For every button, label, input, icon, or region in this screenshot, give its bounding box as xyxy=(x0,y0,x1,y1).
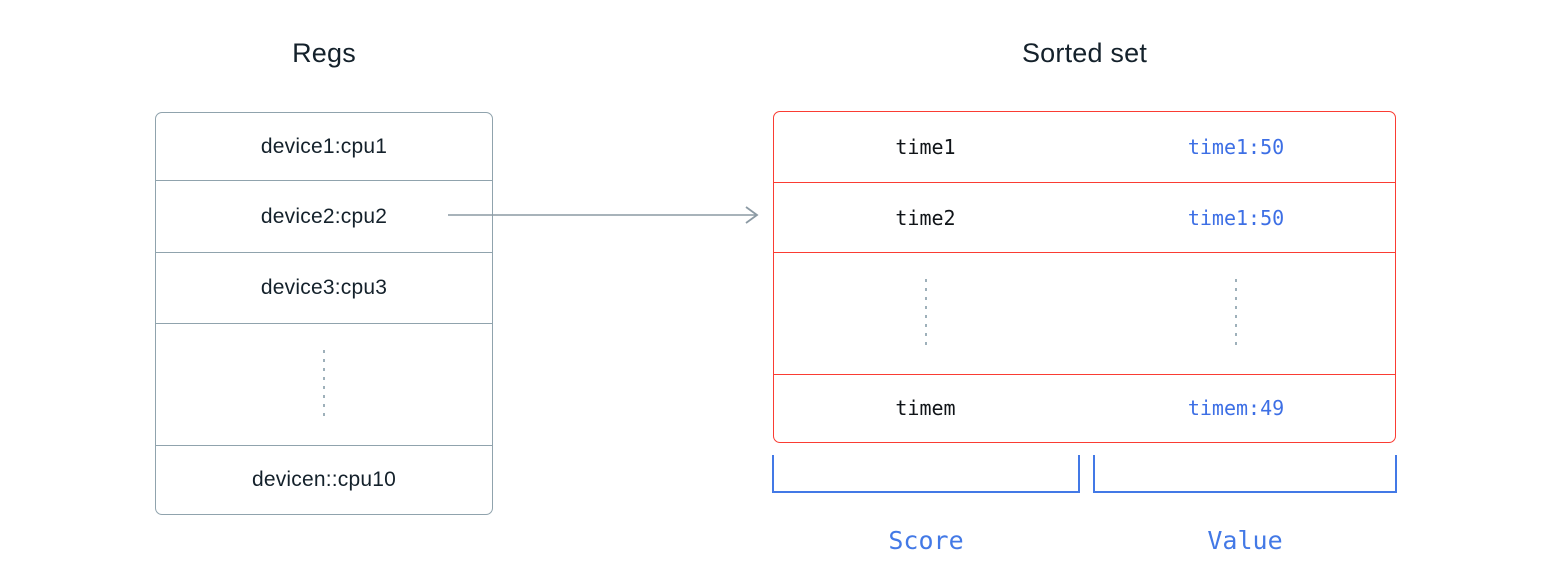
sorted-set-value-cell-ellipsis xyxy=(1077,278,1395,349)
sorted-set-table: time1 time1:50 time2 time1:50 timem time… xyxy=(773,111,1396,443)
value-bracket xyxy=(1093,455,1397,493)
regs-row-label: device1:cpu1 xyxy=(260,134,388,158)
sorted-set-row[interactable]: time1 time1:50 xyxy=(774,112,1395,183)
sorted-set-value-cell: time1:50 xyxy=(1187,205,1285,230)
sorted-set-score-cell: time2 xyxy=(895,205,956,230)
sorted-set-title: Sorted set xyxy=(1021,38,1148,68)
vertical-ellipsis-icon xyxy=(924,278,927,349)
score-bracket xyxy=(772,455,1080,493)
connector-arrow-icon xyxy=(448,206,759,224)
score-label: Score xyxy=(888,526,964,555)
regs-row[interactable]: device3:cpu3 xyxy=(156,253,492,324)
sorted-set-row[interactable]: timem timem:49 xyxy=(774,375,1395,440)
vertical-ellipsis-icon xyxy=(1235,278,1237,349)
regs-row-label: devicen::cpu10 xyxy=(251,467,397,491)
sorted-set-score-cell-ellipsis xyxy=(774,278,1077,349)
sorted-set-score-cell: timem xyxy=(895,395,956,420)
sorted-set-row[interactable]: time2 time1:50 xyxy=(774,183,1395,253)
regs-row[interactable]: devicen::cpu10 xyxy=(156,446,492,513)
value-label: Value xyxy=(1207,526,1283,555)
regs-table: device1:cpu1 device2:cpu2 device3:cpu3 d… xyxy=(155,112,493,515)
regs-row-label: device3:cpu3 xyxy=(260,276,388,299)
sorted-set-value-cell: time1:50 xyxy=(1187,135,1285,159)
regs-row[interactable]: device2:cpu2 xyxy=(156,181,492,253)
sorted-set-value-cell: timem:49 xyxy=(1187,395,1285,420)
vertical-ellipsis-icon xyxy=(323,349,325,420)
sorted-set-score-cell: time1 xyxy=(895,135,956,159)
regs-row-label: device2:cpu2 xyxy=(260,204,388,228)
sorted-set-row-ellipsis xyxy=(774,253,1395,375)
regs-row-ellipsis xyxy=(156,324,492,446)
regs-row[interactable]: device1:cpu1 xyxy=(156,113,492,181)
regs-title: Regs xyxy=(292,38,356,68)
